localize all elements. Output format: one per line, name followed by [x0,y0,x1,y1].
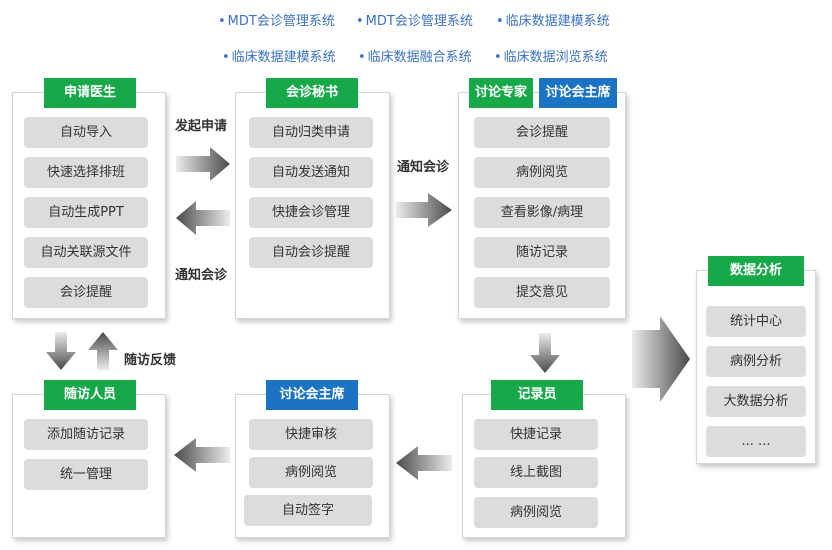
recorder-title: 记录员 [491,380,583,410]
system-link[interactable]: •MDT会诊管理系统 [218,14,335,29]
secretary-item[interactable]: 自动发送通知 [249,157,373,188]
followup-item[interactable]: 添加随访记录 [24,419,148,450]
applicant-item[interactable]: 自动关联源文件 [24,237,148,268]
experts-item[interactable]: 提交意见 [474,277,610,308]
arrow-right-icon [176,147,230,181]
chair-item[interactable]: 病例阅览 [249,457,373,488]
system-link[interactable]: •临床数据建模系统 [496,14,610,29]
arrow-right-icon [632,316,690,402]
analysis-title: 数据分析 [708,256,804,286]
recorder-item[interactable]: 快捷记录 [474,419,598,450]
system-link[interactable]: •临床数据浏览系统 [494,50,608,65]
secretary-item[interactable]: 自动归类申请 [249,117,373,148]
secretary-title: 会诊秘书 [266,78,358,108]
feedback-label: 随访反馈 [124,353,177,368]
applicant-item[interactable]: 会诊提醒 [24,277,148,308]
secretary-item[interactable]: 自动会诊提醒 [249,237,373,268]
experts-item[interactable]: 随访记录 [474,237,610,268]
arrow-left-icon [176,201,230,235]
chair-item[interactable]: 自动签字 [244,495,372,526]
arrow-left-icon [174,438,230,472]
analysis-item[interactable]: 大数据分析 [706,386,806,417]
arrow-right-icon [396,193,452,227]
system-link[interactable]: •MDT会诊管理系统 [356,14,473,29]
analysis-item[interactable]: 病例分析 [706,346,806,377]
experts-title-left: 讨论专家 [469,78,533,108]
recorder-item[interactable]: 病例阅览 [474,497,598,528]
system-link[interactable]: •临床数据建模系统 [222,50,336,65]
followup-title: 随访人员 [44,380,136,410]
arrow-down-icon [46,332,76,370]
applicant-title: 申请医生 [44,78,136,108]
chair-title: 讨论会主席 [266,380,358,410]
chair-item[interactable]: 快捷审核 [249,419,373,450]
followup-item[interactable]: 统一管理 [24,459,148,490]
arrow-up-icon [88,332,118,370]
analysis-item[interactable]: ... ... [706,426,806,457]
experts-item[interactable]: 查看影像/病理 [474,197,610,228]
experts-item[interactable]: 病例阅览 [474,157,610,188]
experts-item[interactable]: 会诊提醒 [474,117,610,148]
secretary-item[interactable]: 快捷会诊管理 [249,197,373,228]
applicant-item[interactable]: 快速选择排班 [24,157,148,188]
notify-label-right: 通知会诊 [397,160,450,175]
applicant-item[interactable]: 自动导入 [24,117,148,148]
analysis-item[interactable]: 统计中心 [706,306,806,337]
recorder-item[interactable]: 线上截图 [474,457,598,488]
initiate-label: 发起申请 [175,119,228,134]
notify-label-left: 通知会诊 [175,268,228,283]
applicant-item[interactable]: 自动生成PPT [24,197,148,228]
arrow-down-icon [530,333,560,373]
arrow-left-icon [396,446,452,480]
experts-title-right: 讨论会主席 [539,78,617,108]
system-link[interactable]: •临床数据融合系统 [358,50,472,65]
